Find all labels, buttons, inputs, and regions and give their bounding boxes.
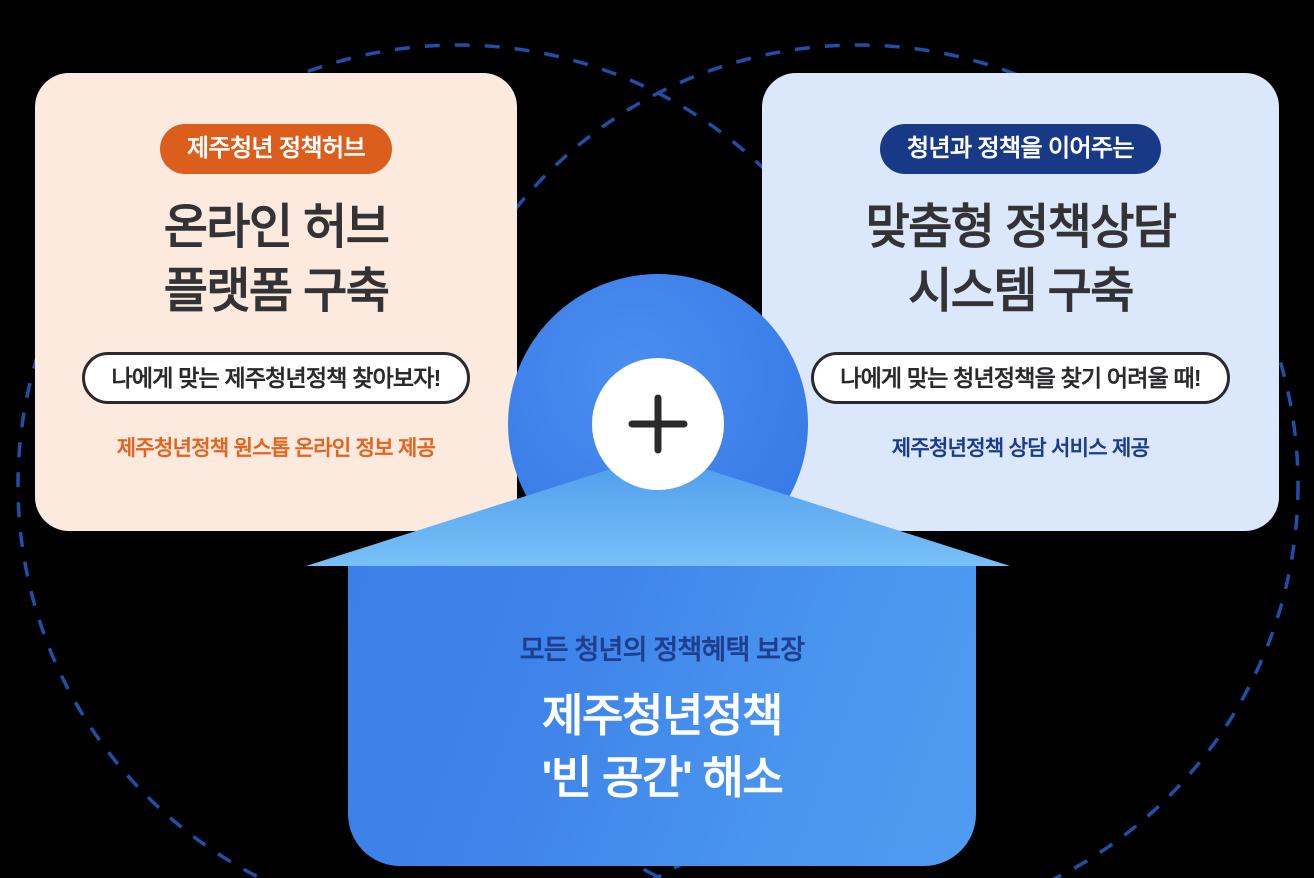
right-card-title-line2: 시스템 구축 <box>908 264 1134 318</box>
right-card-title: 맞춤형 정책상담 시스템 구축 <box>865 196 1177 324</box>
left-card-badge: 제주청년 정책허브 <box>160 124 392 174</box>
bottom-panel-title: 제주청년정책 '빈 공간' 해소 <box>541 685 784 809</box>
left-card-title: 온라인 허브 플랫폼 구축 <box>163 196 390 324</box>
right-card-badge: 청년과 정책을 이어주는 <box>880 124 1161 174</box>
left-card-title-line2: 플랫폼 구축 <box>163 264 390 318</box>
bottom-panel-title-line1: 제주청년정책 <box>541 690 783 741</box>
left-card-title-line1: 온라인 허브 <box>163 201 390 254</box>
plus-icon <box>628 394 688 454</box>
bottom-panel-summary[interactable]: 모든 청년의 정책혜택 보장 제주청년정책 '빈 공간' 해소 <box>348 566 976 866</box>
bottom-panel-title-line2: '빈 공간' 해소 <box>541 752 784 804</box>
left-card-pill: 나에게 맞는 제주청년정책 찾아보자! <box>82 351 470 404</box>
right-card-pill: 나에게 맞는 청년정책을 찾기 어려울 때! <box>811 351 1230 404</box>
bottom-panel-subtitle: 모든 청년의 정책혜택 보장 <box>519 635 805 665</box>
right-card-title-line1: 맞춤형 정책상담 <box>865 201 1177 254</box>
